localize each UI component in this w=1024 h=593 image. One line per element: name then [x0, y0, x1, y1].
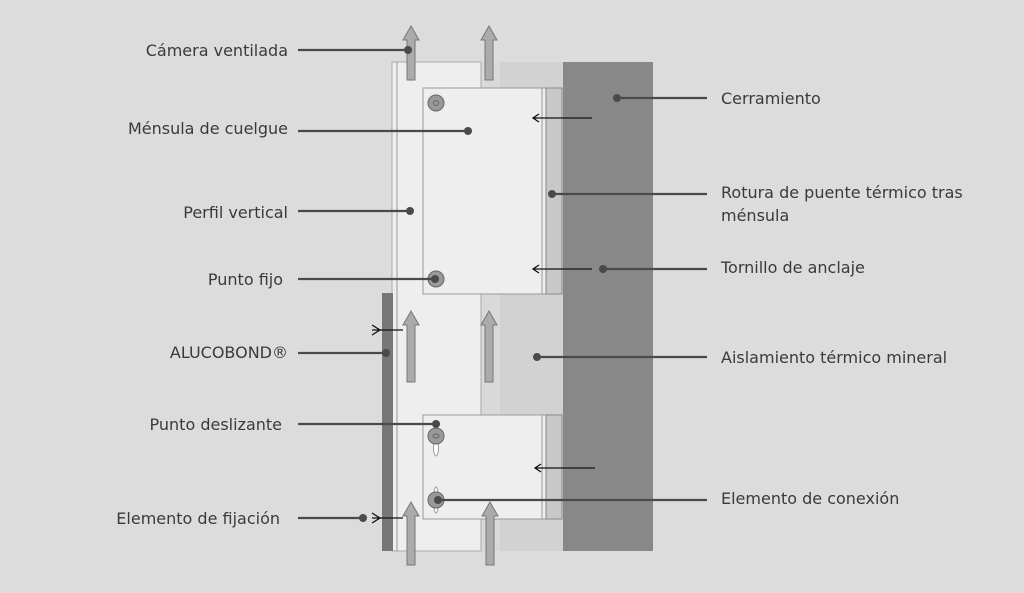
sliding-point-screw-icon — [427, 427, 445, 457]
label-cerramiento: Cerramiento — [721, 89, 821, 108]
label-elemento-fijacion: Elemento de fijación — [116, 509, 280, 528]
screw-icon — [427, 94, 445, 112]
label-camara-ventilada: Cámera ventilada — [146, 41, 288, 60]
label-punto-deslizante: Punto deslizante — [150, 415, 282, 434]
bracket-bottom — [422, 414, 563, 520]
label-alucobond: ALUCOBOND® — [170, 343, 288, 362]
label-elemento-conexion: Elemento de conexión — [721, 489, 899, 508]
wall-cerramiento — [563, 62, 653, 551]
label-rotura-line2: ménsula — [721, 206, 789, 225]
airflow-arrows — [402, 24, 499, 566]
label-mensula: Ménsula de cuelgue — [128, 119, 288, 138]
alucobond-panel — [382, 293, 393, 551]
bracket-top — [422, 87, 563, 295]
label-rotura-line1: Rotura de puente térmico tras — [721, 183, 963, 202]
label-tornillo: Tornillo de anclaje — [720, 258, 865, 277]
label-perfil-vertical: Perfil vertical — [183, 203, 288, 222]
label-punto-fijo: Punto fijo — [208, 270, 283, 289]
label-aislamiento: Aislamiento térmico mineral — [721, 348, 947, 367]
leader-lines — [298, 46, 707, 522]
direction-arrows — [371, 113, 595, 524]
